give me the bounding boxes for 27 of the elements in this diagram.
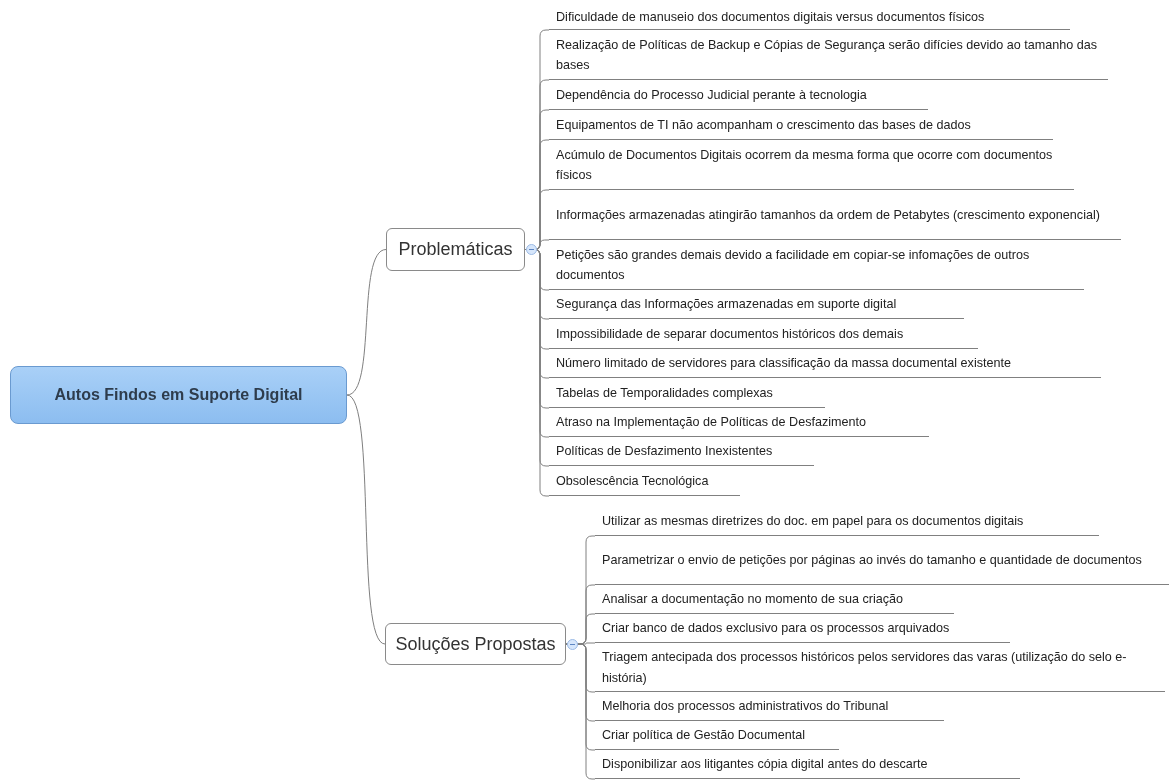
branch-topic-box: Problemáticas — [386, 228, 525, 271]
subtopic-label: Número limitado de servidores para classificação da massa documental existente — [549, 350, 1101, 378]
subtopic-label: Políticas de Desfazimento Inexistentes — [549, 438, 814, 466]
central-topic-box: Autos Findos em Suporte Digital — [10, 366, 347, 424]
subtopic-label: Realização de Políticas de Backup e Cópias de Segurança serão difícies devido ao tamanho das bases — [549, 31, 1108, 80]
subtopic-label: Atraso na Implementação de Políticas de Desfazimento — [549, 409, 929, 437]
subtopic-label: Equipamentos de TI não acompanham o crescimento das bases de dados — [549, 111, 1053, 140]
subtopic-label: Dependência do Processo Judicial perante à tecnologia — [549, 81, 928, 110]
connector-line — [346, 394, 386, 645]
subtopic-label: Analisar a documentação no momento de sua criação — [595, 586, 954, 614]
branch-topic-box: Soluções Propostas — [385, 623, 566, 665]
subtopic-label: Disponibilizar aos litigantes cópia digital antes do descarte — [595, 751, 1020, 779]
subtopic-label: Melhoria dos processos administrativos do Tribunal — [595, 693, 944, 721]
subtopic-label: Impossibilidade de separar documentos históricos dos demais — [549, 320, 978, 349]
subtopic-label: Petições são grandes demais devido a facilidade em copiar-se infomações de outros documentos — [549, 241, 1084, 290]
connector-line — [346, 249, 387, 396]
subtopic-label: Utilizar as mesmas diretrizes do doc. em papel para os documentos digitais — [595, 508, 1099, 536]
subtopic-label: Obsolescência Tecnológica — [549, 467, 740, 496]
subtopic-label: Tabelas de Temporalidades complexas — [549, 379, 825, 408]
subtopic-label: Criar banco de dados exclusivo para os processos arquivados — [595, 615, 1010, 643]
subtopic-label: Criar política de Gestão Documental — [595, 722, 839, 750]
subtopic-label: Dificuldade de manuseio dos documentos digitais versus documentos físicos — [549, 5, 1070, 30]
subtopic-label: Informações armazenadas atingirão tamanhos da ordem de Petabytes (crescimento exponencial) — [549, 191, 1121, 240]
subtopic-label: Triagem antecipada dos processos históricos pelos servidores das varas (utilização do selo e-história) — [595, 644, 1165, 692]
subtopic-label: Parametrizar o envio de petições por páginas ao invés do tamanho e quantidade de documentos — [595, 537, 1169, 585]
subtopic-label: Acúmulo de Documentos Digitais ocorrem da mesma forma que ocorre com documentos físicos — [549, 141, 1074, 190]
subtopic-label: Segurança das Informações armazenadas em suporte digital — [549, 291, 964, 319]
